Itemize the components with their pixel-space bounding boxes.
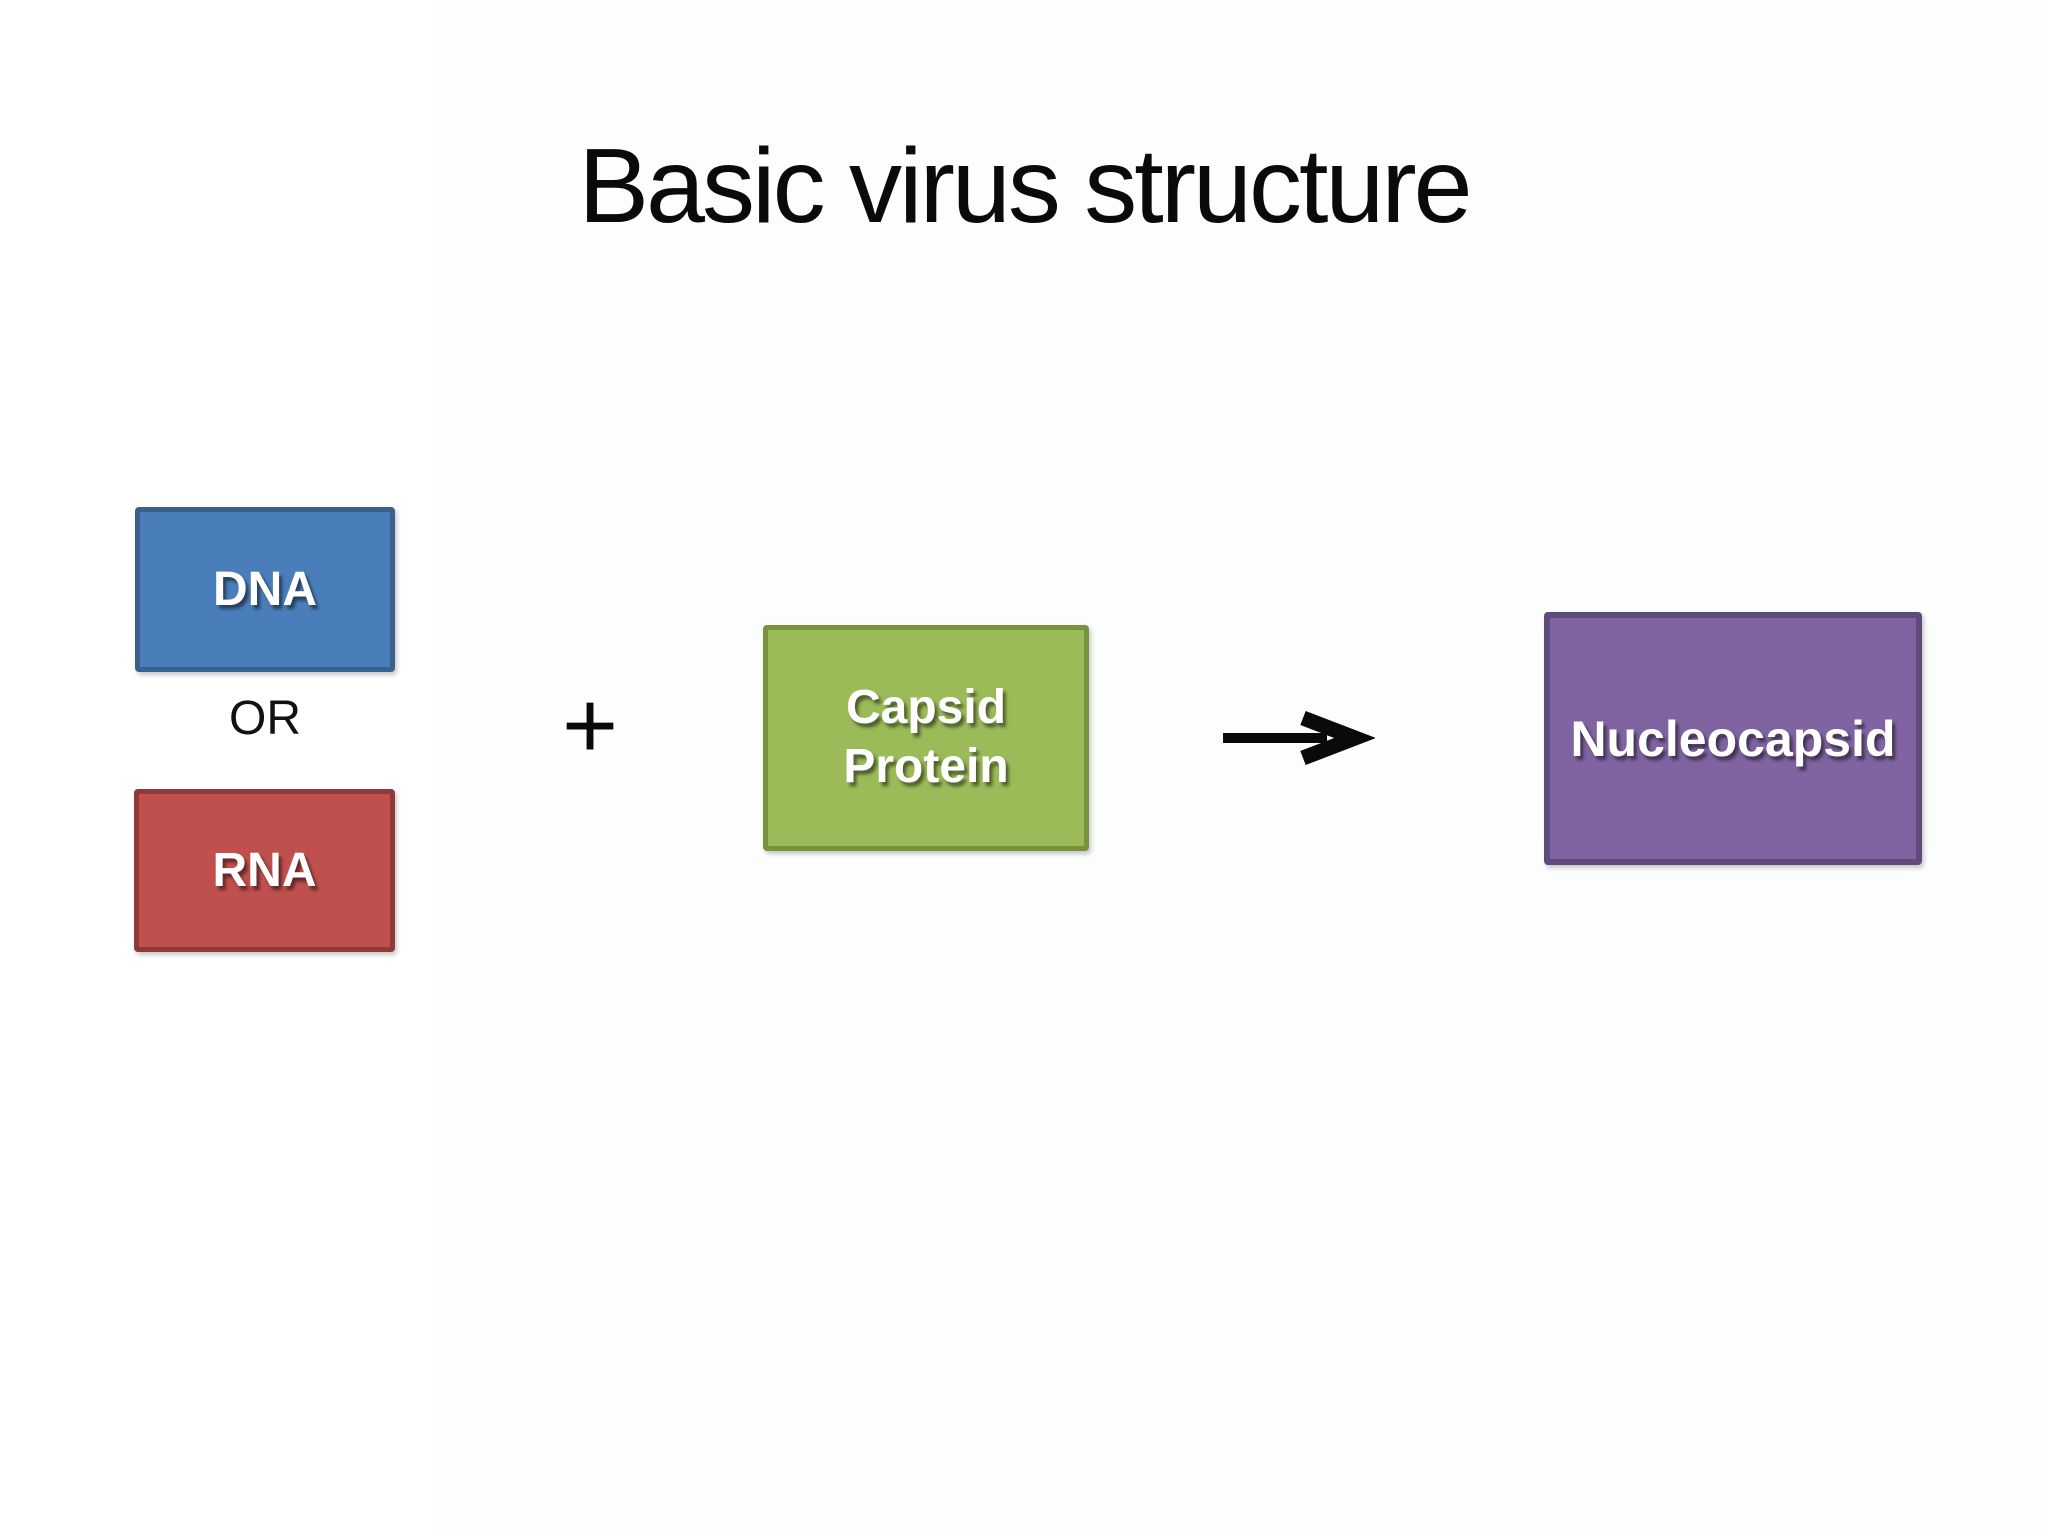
dna-label: DNA bbox=[213, 563, 317, 616]
capsid-protein-box: Capsid Protein bbox=[763, 625, 1089, 851]
plus-operator: + bbox=[561, 672, 619, 779]
arrow-right-icon bbox=[1223, 710, 1375, 766]
nucleocapsid-box: Nucleocapsid bbox=[1544, 612, 1922, 865]
slide-title: Basic virus structure bbox=[578, 127, 1472, 245]
arrow-head bbox=[1300, 710, 1375, 766]
or-label: OR bbox=[229, 692, 301, 745]
dna-box: DNA bbox=[135, 507, 395, 672]
capsid-protein-label: Capsid Protein bbox=[843, 681, 1009, 793]
nucleocapsid-label: Nucleocapsid bbox=[1570, 710, 1896, 767]
rna-box: RNA bbox=[134, 789, 395, 952]
rna-label: RNA bbox=[212, 844, 317, 897]
